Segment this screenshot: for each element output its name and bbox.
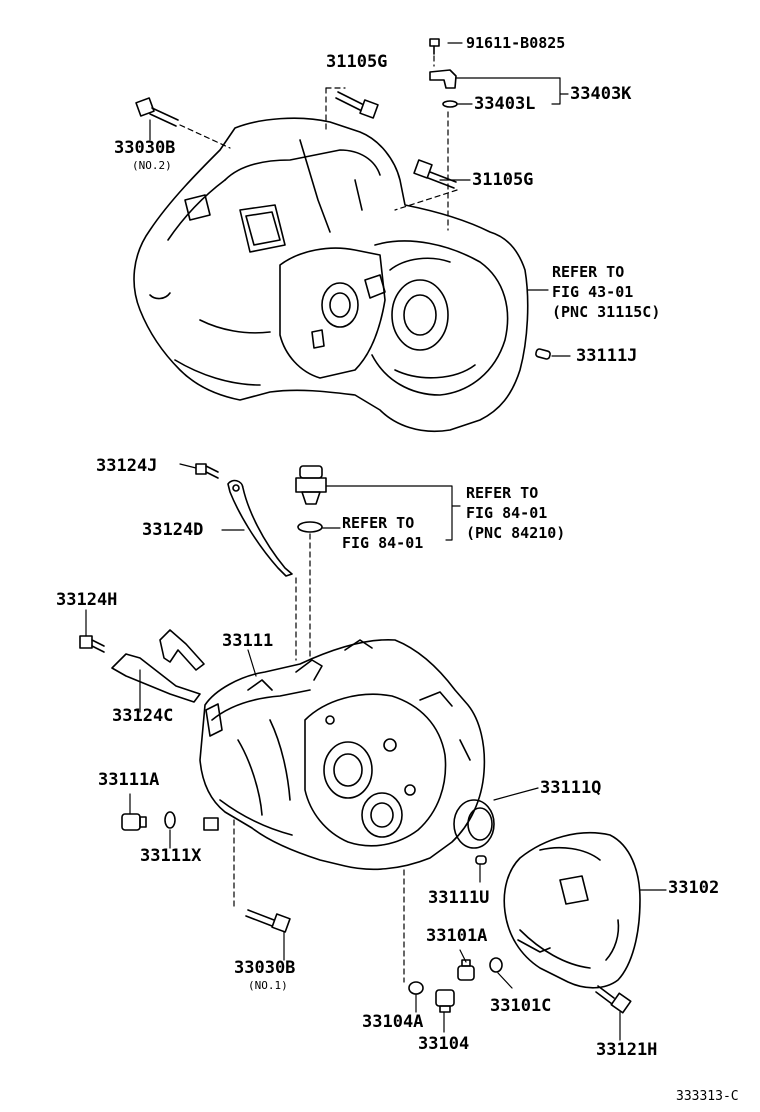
part-label-33403l: 33403L [474, 94, 536, 114]
seal-33111q-illustration [453, 799, 495, 849]
bolt-33030b-top-illustration [135, 97, 179, 127]
refer-note-1-line-2: FIG 43-01 [552, 283, 634, 301]
figure-id: 333313-C [676, 1089, 739, 1104]
part-label-33124h: 33124H [56, 590, 118, 610]
refer-note-2-line-3: (PNC 84210) [466, 524, 566, 542]
refer-note-2-line-2: FIG 84-01 [466, 504, 548, 522]
part-label-33121h: 33121H [596, 1040, 658, 1060]
sensor-illustration [295, 465, 327, 533]
part-label-33403k: 33403K [570, 84, 632, 104]
part-label-33111: 33111 [222, 631, 274, 651]
refer-note-fig-84-01: REFER TO FIG 84-01 [342, 513, 423, 553]
part-label-33111a: 33111A [98, 770, 160, 790]
part-label-31105g-top: 31105G [326, 52, 388, 72]
bolt-33124h-illustration [79, 635, 105, 653]
ring-33104a-illustration [408, 981, 424, 995]
refer-note-3-line-1: REFER TO [342, 514, 415, 532]
bolt-91611-illustration [429, 38, 440, 55]
part-label-33111u: 33111U [428, 888, 490, 908]
part-label-33030b-top: 33030B [114, 138, 176, 158]
transaxle-housing-illustration [133, 117, 529, 433]
part-label-31105g-mid: 31105G [472, 170, 534, 190]
part-label-33030b-bottom: 33030B [234, 958, 296, 978]
part-label-33104a: 33104A [362, 1012, 424, 1032]
pin-33111j-illustration [535, 348, 551, 360]
part-label-33101a: 33101A [426, 926, 488, 946]
plug-33101a-illustration [457, 959, 475, 981]
lower-leader-lines [129, 787, 667, 1041]
pin-33111u-illustration [475, 855, 487, 865]
middle-dashed-guides [295, 533, 311, 661]
part-label-33124j: 33124J [96, 456, 158, 476]
ring-33101c-illustration [489, 957, 503, 973]
lever-33403k-illustration [429, 69, 458, 108]
part-label-33104: 33104 [418, 1034, 470, 1054]
bell-housing-33102-illustration [503, 831, 641, 989]
part-label-33124d: 33124D [142, 520, 204, 540]
refer-note-1-line-3: (PNC 31115C) [552, 303, 661, 321]
bolt-31105g-top-illustration [335, 91, 379, 119]
upper-dashed-guides [179, 55, 458, 231]
bolt-31105g-mid-illustration [413, 159, 457, 189]
part-label-33124c: 33124C [112, 706, 174, 726]
part-label-33030b-top-sub: (NO.2) [132, 159, 172, 172]
plug-33104-illustration [435, 989, 455, 1013]
refer-note-fig-84-01-pnc: REFER TO FIG 84-01 (PNC 84210) [466, 483, 565, 543]
plug-33111a-illustration [121, 813, 147, 831]
refer-note-1-line-1: REFER TO [552, 263, 625, 281]
part-label-33030b-bottom-sub: (NO.1) [248, 979, 288, 992]
bolt-33124j-illustration [195, 463, 219, 479]
part-label-33111x: 33111X [140, 846, 202, 866]
bolt-33121h-illustration [595, 985, 632, 1014]
middle-leader-lines [179, 463, 461, 541]
lower-dashed-guides [233, 819, 405, 983]
bolt-33030b-bottom-illustration [245, 909, 291, 933]
part-label-33111q: 33111Q [540, 778, 602, 798]
part-label-91611-b0825: 91611-B0825 [466, 34, 566, 52]
upper-leader-lines [149, 42, 571, 357]
refer-note-fig-43-01: REFER TO FIG 43-01 (PNC 31115C) [552, 262, 660, 322]
bracket-33124d-illustration [227, 479, 293, 577]
bracket-leader-lines [85, 609, 257, 713]
part-label-33111j: 33111J [576, 346, 638, 366]
refer-note-3-line-2: FIG 84-01 [342, 534, 424, 552]
ring-33111x-illustration [164, 811, 176, 829]
bracket-33124c-illustration [111, 629, 205, 703]
part-label-33101c: 33101C [490, 996, 552, 1016]
part-label-33102: 33102 [668, 878, 720, 898]
transmission-case-illustration [199, 638, 486, 871]
refer-note-2-line-1: REFER TO [466, 484, 539, 502]
